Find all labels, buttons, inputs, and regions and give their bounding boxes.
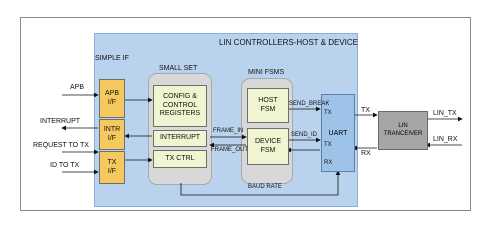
uart-block: UART bbox=[321, 94, 355, 172]
diagram-title: LIN CONTROLLERS-HOST & DEVICE bbox=[219, 38, 358, 47]
signal-frame-out: FRAME_OUT bbox=[211, 147, 249, 153]
intr-if-block: INTR I/F bbox=[99, 119, 125, 150]
config-control-registers-block: CONFIG & CONTROL REGISTERS bbox=[153, 85, 207, 127]
lin-tranceiver-block: LIN TRANCEIVER bbox=[378, 111, 428, 150]
lin-controller-region bbox=[94, 33, 358, 207]
config-label: CONFIG & CONTROL REGISTERS bbox=[159, 92, 201, 118]
signal-request-to-tx: REQUEST TO TX bbox=[33, 142, 89, 149]
tx-ctrl-label: TX CTRL bbox=[165, 154, 195, 162]
device-fsm-block: DEVICE FSM bbox=[247, 128, 289, 165]
signal-interrupt: INTERRUPT bbox=[40, 118, 81, 125]
signal-tx: TX bbox=[361, 107, 370, 114]
signal-send-break: SEND_BREAK bbox=[289, 101, 330, 107]
tx-if-label: TX I/F bbox=[107, 158, 117, 175]
signal-apb: APB bbox=[70, 84, 85, 91]
apb-if-label: APB I/F bbox=[104, 89, 119, 106]
host-fsm-block: HOST FSM bbox=[247, 88, 289, 123]
uart-label: UART bbox=[328, 129, 348, 137]
signal-uart-rx: RX bbox=[324, 160, 333, 166]
interrupt-block: INTERRUPT bbox=[153, 130, 207, 147]
signal-rx: RX bbox=[361, 150, 371, 157]
intr-if-label: INTR I/F bbox=[103, 125, 121, 142]
host-fsm-label: HOST FSM bbox=[258, 96, 278, 113]
group-title-mini-fsms: MINI FSMS bbox=[248, 69, 285, 76]
tx-ctrl-block: TX CTRL bbox=[153, 150, 207, 168]
group-title-small-set: SMALL SET bbox=[159, 65, 198, 72]
signal-frame-in: FRAME_IN bbox=[213, 128, 244, 134]
connection-wires bbox=[61, 92, 463, 196]
signal-uart-tx-mid: TX bbox=[324, 142, 332, 148]
group-title-simple-if: SIMPLE IF bbox=[95, 55, 129, 62]
lin-tranceiver-label: LIN TRANCEIVER bbox=[383, 122, 423, 137]
device-fsm-label: DEVICE FSM bbox=[254, 137, 282, 154]
tx-if-block: TX I/F bbox=[99, 151, 125, 184]
interrupt-label: INTERRUPT bbox=[159, 134, 201, 142]
apb-if-block: APB I/F bbox=[99, 79, 125, 118]
signal-uart-tx-top: TX bbox=[324, 110, 332, 116]
signal-id-to-tx: ID TO TX bbox=[50, 162, 80, 169]
signal-send-id: SEND_ID bbox=[291, 132, 318, 138]
signal-lin-rx: LIN_RX bbox=[433, 136, 458, 143]
signal-baud-rate: BAUD RATE bbox=[248, 184, 282, 190]
signal-lin-tx: LIN_TX bbox=[433, 110, 457, 117]
